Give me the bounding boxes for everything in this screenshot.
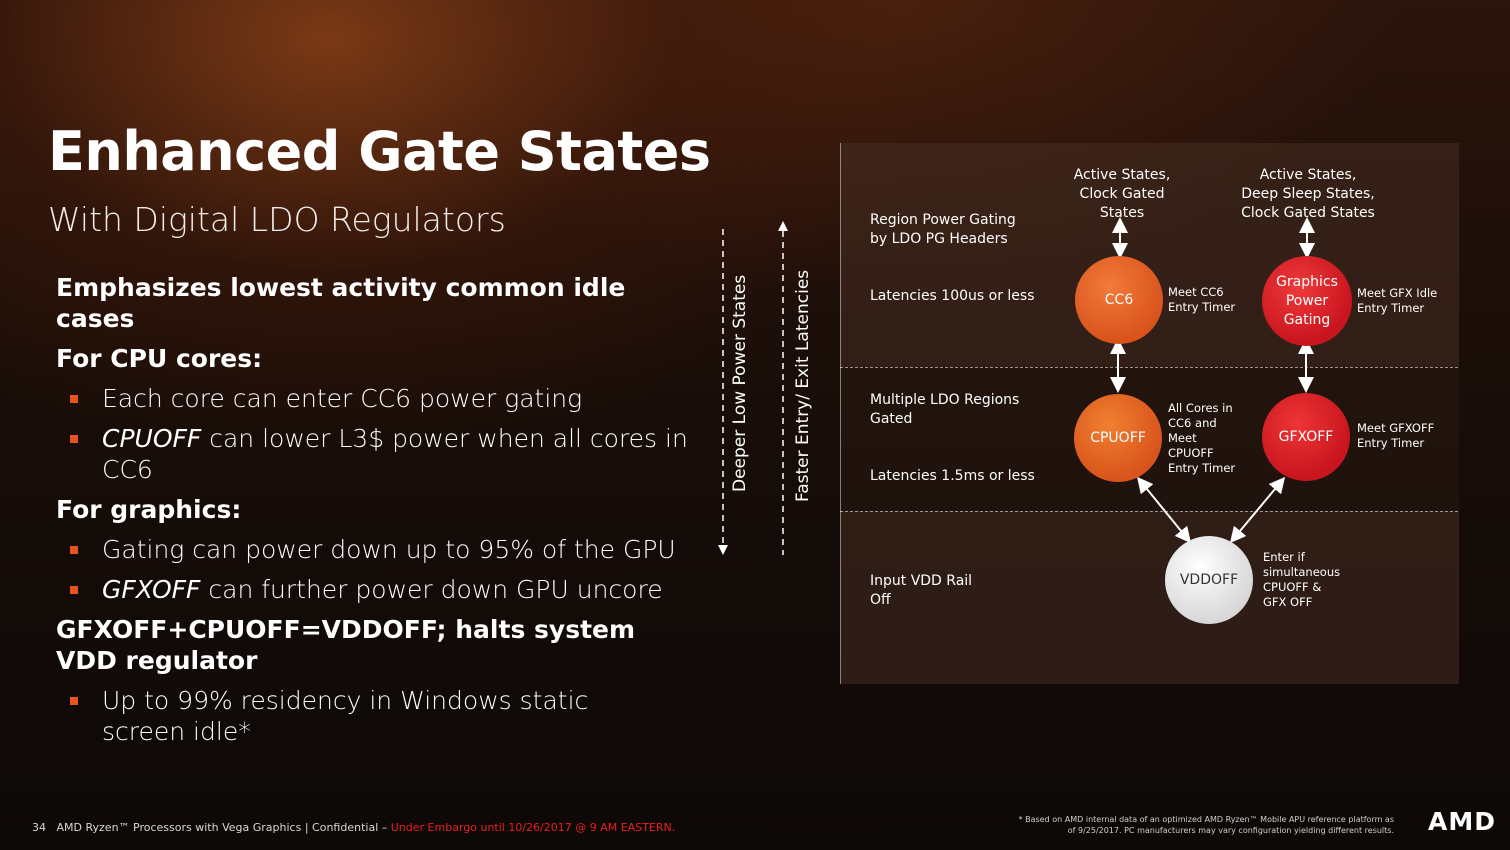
graphics-power-gating-node: Graphics Power Gating: [1262, 256, 1352, 346]
bullet-marker: [70, 697, 78, 705]
vddoff-node: VDDOFF: [1165, 536, 1253, 624]
gpg-note: Meet GFX Idle Entry Timer: [1357, 286, 1438, 315]
bullet-gfxoff: GFXOFF can further power down GPU uncore: [56, 574, 696, 605]
footer-separator: |: [304, 821, 309, 834]
amd-logo: AMD: [1428, 807, 1496, 836]
bullet-marker: [70, 395, 78, 403]
cpuoff-node: CPUOFF: [1074, 394, 1162, 482]
arrow-gfxoff-vddoff: [1229, 476, 1286, 544]
bullet-marker: [70, 586, 78, 594]
bullet-marker: [70, 435, 78, 443]
bullet-marker: [70, 546, 78, 554]
cc6-note: Meet CC6 Entry Timer: [1168, 285, 1236, 314]
bullet-residency: Up to 99% residency in Windows static sc…: [56, 685, 662, 747]
heading-vddoff: GFXOFF+CPUOFF=VDDOFF; halts system VDD r…: [56, 615, 636, 675]
gfxoff-node: GFXOFF: [1262, 393, 1350, 481]
gfxoff-note: Meet GFXOFF Entry Timer: [1357, 421, 1435, 450]
top-cpu-states: Active States, Clock Gated States: [1073, 167, 1171, 221]
bullet-list: Emphasizes lowest activity common idle c…: [56, 272, 696, 756]
bullet-gating: Gating can power down up to 95% of the G…: [56, 534, 696, 565]
slide-subtitle: With Digital LDO Regulators: [48, 200, 506, 239]
footnote: * Based on AMD internal data of an optim…: [1018, 815, 1394, 835]
diagram-arrows: [1110, 217, 1315, 544]
region3-label: Input VDD Rail Off: [870, 573, 973, 608]
cc6-node: CC6: [1075, 256, 1163, 344]
cpuoff-note: All Cores in CC6 and Meet CPUOFF Entry T…: [1168, 401, 1236, 475]
axis-label-deeper: Deeper Low Power States: [730, 274, 750, 492]
arrow-cpuoff-vddoff: [1136, 476, 1192, 544]
axis-label-faster: Faster Entry/ Exit Latencies: [793, 269, 813, 502]
bullet-cc6: Each core can enter CC6 power gating: [56, 383, 696, 414]
footer-product: AMD Ryzen™ Processors with Vega Graphics: [56, 821, 302, 834]
bullet-cpuoff: CPUOFF can lower L3$ power when all core…: [56, 423, 696, 485]
heading-cpu: For CPU cores:: [56, 344, 263, 373]
faster-arrow-head: [778, 221, 788, 231]
axis-arrows: [718, 221, 788, 555]
vddoff-note: Enter if simultaneous CPUOFF & GFX OFF: [1263, 550, 1341, 609]
top-gfx-states: Active States, Deep Sleep States, Clock …: [1241, 167, 1375, 221]
footer-embargo: Under Embargo until 10/26/2017 @ 9 AM EA…: [390, 821, 676, 834]
footer-confidential: Confidential –: [312, 821, 388, 834]
heading-emphasis: Emphasizes lowest activity common idle c…: [56, 273, 626, 333]
page-number: 34: [32, 821, 46, 834]
heading-graphics: For graphics:: [56, 495, 242, 524]
region2-latency: Latencies 1.5ms or less: [870, 468, 1035, 484]
footer: 34 AMD Ryzen™ Processors with Vega Graph…: [32, 821, 675, 834]
region1-latency: Latencies 100us or less: [870, 288, 1035, 304]
region2-label: Multiple LDO Regions Gated: [870, 392, 1020, 427]
deeper-arrow-head: [718, 545, 728, 555]
gate-state-diagram: Active States, Clock Gated States Active…: [840, 143, 1459, 684]
band-divider: [840, 367, 1458, 368]
slide-title: Enhanced Gate States: [48, 120, 711, 183]
region1-label: Region Power Gating by LDO PG Headers: [870, 212, 1016, 247]
